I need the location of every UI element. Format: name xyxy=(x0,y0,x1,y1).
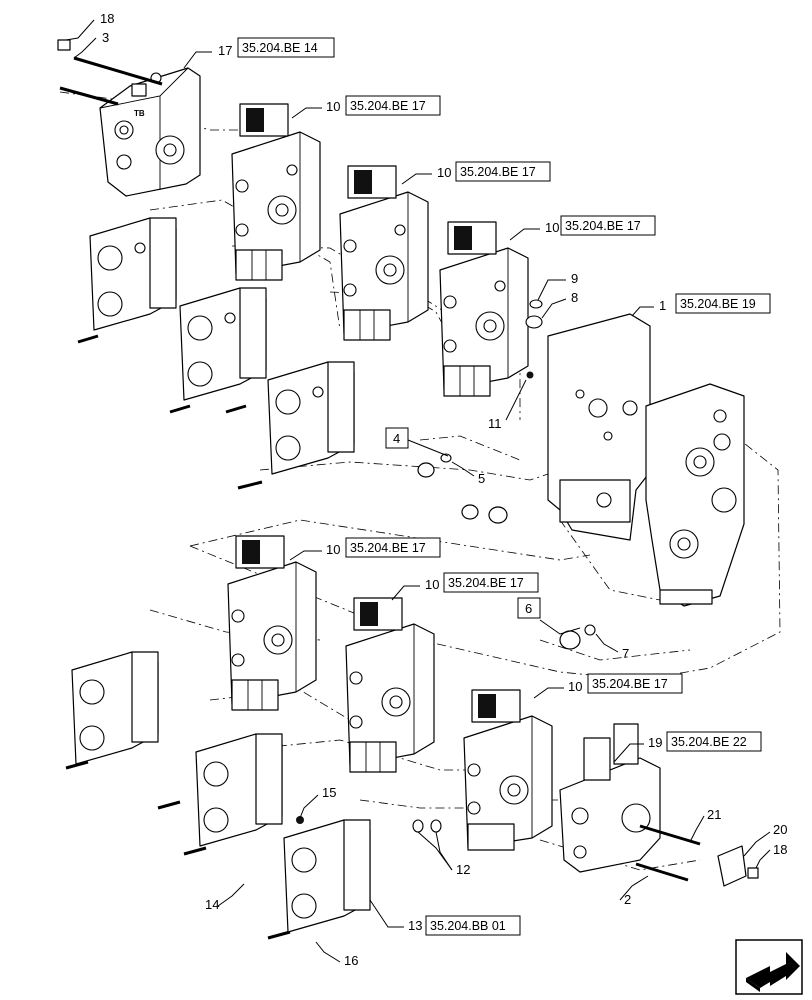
section-valve-upper-3 xyxy=(439,221,529,397)
reference-box[interactable]: 35.204.BB 01 xyxy=(425,915,521,936)
reference-boxes: 35.204.BE 14 35.204.BE 17 35.204.BE 17 35.2… xyxy=(237,37,771,936)
reference-box-frame xyxy=(345,95,441,116)
reference-label: 35.204.BE 19 xyxy=(680,297,756,311)
callout-number: 10 xyxy=(437,165,451,180)
callout-number: 12 xyxy=(456,862,470,877)
reference-box-frame xyxy=(345,537,441,558)
inlet-section-17: TB xyxy=(99,67,201,197)
reference-label: 35.204.BE 14 xyxy=(242,41,318,55)
callout-number: 18 xyxy=(100,11,114,26)
section-valve-lower-2 xyxy=(345,597,435,773)
work-port-block-3 xyxy=(267,361,355,475)
reference-box-frame xyxy=(675,293,771,314)
svg-text:TB: TB xyxy=(134,109,145,118)
end-section-19 xyxy=(559,723,661,873)
kit-box-label: 6 xyxy=(525,601,532,616)
callout-number: 10 xyxy=(425,577,439,592)
callout-number: 16 xyxy=(344,953,358,968)
callout-number: 10 xyxy=(326,542,340,557)
reference-box-frame xyxy=(666,731,762,752)
callout-numbers: 1831710101098111451010671019152120181221… xyxy=(100,11,787,968)
section-valve-lower-1 xyxy=(227,535,317,711)
reference-label: 35.204.BE 17 xyxy=(350,541,426,555)
kit-box: 6 xyxy=(517,597,541,619)
section-valve-upper-1 xyxy=(231,103,321,281)
reference-box-frame xyxy=(237,37,335,58)
kit-box-label: 4 xyxy=(393,431,400,446)
reference-label: 35.204.BB 01 xyxy=(430,919,506,933)
inlet-cover-1 xyxy=(547,313,651,541)
callout-number: 10 xyxy=(568,679,582,694)
reference-box[interactable]: 35.204.BE 17 xyxy=(345,537,441,558)
callout-number: 1 xyxy=(659,298,666,313)
callout-number: 2 xyxy=(624,892,631,907)
reference-box[interactable]: 35.204.BE 22 xyxy=(666,731,762,752)
reference-box-frame xyxy=(587,673,683,694)
reference-box[interactable]: 35.204.BE 14 xyxy=(237,37,335,58)
outlet-block-13 xyxy=(283,816,371,933)
work-port-block-5 xyxy=(195,733,283,847)
kit-box-frame xyxy=(385,427,409,449)
callout-number: 15 xyxy=(322,785,336,800)
reference-label: 35.204.BE 22 xyxy=(671,735,747,749)
reference-box[interactable]: 35.204.BE 17 xyxy=(455,161,551,182)
plug-kit-6-7 xyxy=(559,624,596,650)
reference-label: 35.204.BE 17 xyxy=(565,219,641,233)
reference-box[interactable]: 35.204.BE 17 xyxy=(345,95,441,116)
kit-box: 4 xyxy=(385,427,409,449)
outlet-cover-1 xyxy=(645,383,745,607)
leader-lines xyxy=(65,19,771,963)
plug-kit-4-5 xyxy=(417,453,508,524)
reference-box-frame xyxy=(455,161,551,182)
reference-label: 35.204.BE 17 xyxy=(592,677,668,691)
reference-box[interactable]: 35.204.BE 17 xyxy=(587,673,683,694)
callout-number: 3 xyxy=(102,30,109,45)
callout-number: 5 xyxy=(478,471,485,486)
reference-box-frame xyxy=(425,915,521,936)
callout-number: 14 xyxy=(205,897,219,912)
plate-20 xyxy=(717,845,759,887)
kit-box-frame xyxy=(517,597,541,619)
bolt-head-18 xyxy=(57,39,71,51)
reference-label: 35.204.BE 17 xyxy=(448,576,524,590)
section-valve-lower-3 xyxy=(463,689,553,851)
callout-number: 7 xyxy=(622,646,629,661)
reference-box-frame xyxy=(443,572,539,593)
ball-11 xyxy=(526,371,534,379)
section-valve-upper-2 xyxy=(339,165,429,341)
work-port-block-1 xyxy=(89,217,177,331)
callout-number: 19 xyxy=(648,735,662,750)
callout-number: 21 xyxy=(707,807,721,822)
reference-box[interactable]: 35.204.BE 19 xyxy=(675,293,771,314)
reference-label: 35.204.BE 17 xyxy=(350,99,426,113)
callout-number: 13 xyxy=(408,918,422,933)
callout-number: 10 xyxy=(326,99,340,114)
reference-box-frame xyxy=(560,215,656,236)
callout-number: 10 xyxy=(545,220,559,235)
seal-rings-8-9 xyxy=(525,299,543,329)
small-bolts xyxy=(65,334,291,940)
reference-box[interactable]: 35.204.BE 17 xyxy=(560,215,656,236)
callout-number: 18 xyxy=(773,842,787,857)
kit-boxes: 46 xyxy=(385,427,541,619)
reference-label: 35.204.BE 17 xyxy=(460,165,536,179)
work-port-block-2 xyxy=(179,287,267,401)
seals-12 xyxy=(412,819,442,833)
work-port-block-4 xyxy=(71,651,159,765)
reference-box[interactable]: 35.204.BE 17 xyxy=(443,572,539,593)
tie-rod-3 xyxy=(57,39,163,106)
callout-number: 20 xyxy=(773,822,787,837)
callout-number: 11 xyxy=(488,416,502,431)
callout-number: 17 xyxy=(218,43,232,58)
next-page-arrow-icon[interactable] xyxy=(735,939,803,995)
callout-number: 8 xyxy=(571,290,578,305)
callout-number: 9 xyxy=(571,271,578,286)
